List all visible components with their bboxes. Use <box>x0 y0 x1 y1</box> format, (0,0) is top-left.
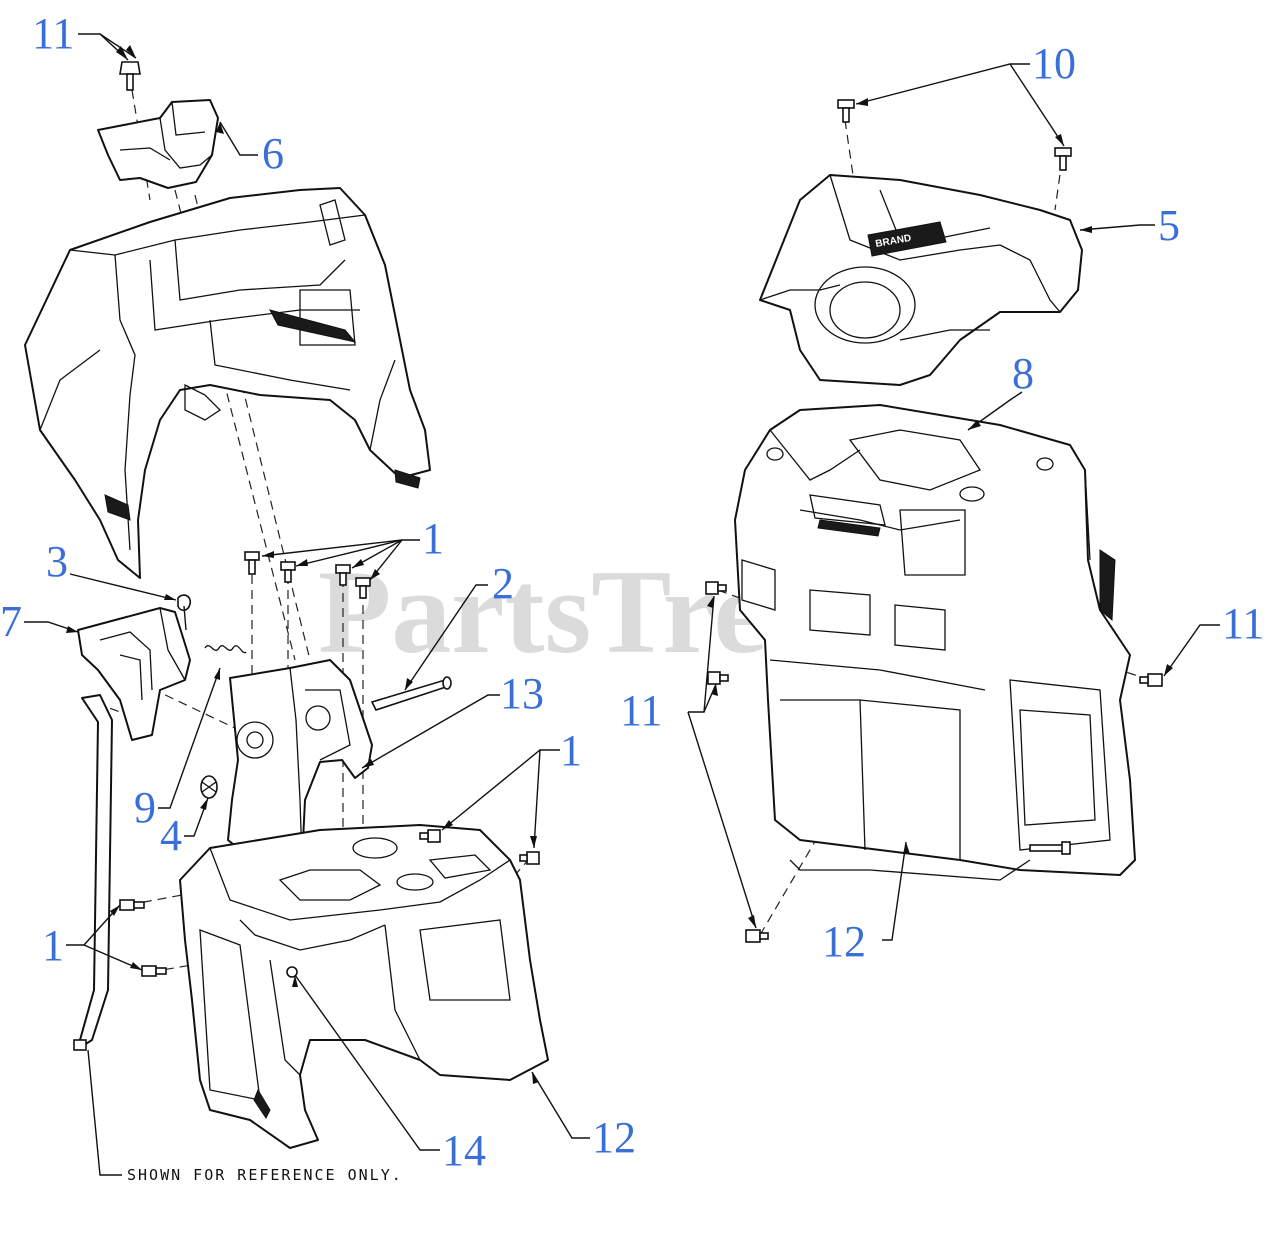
callout-13: 13 <box>500 669 544 718</box>
part-2-pin <box>370 676 452 711</box>
watermark: PartsTree <box>318 545 820 678</box>
screw-1-f <box>519 851 540 865</box>
callout-11-right: 11 <box>1222 599 1264 648</box>
callout-11-top: 11 <box>32 9 74 58</box>
screw-1-a <box>244 551 260 575</box>
screw-1-g <box>119 899 145 911</box>
screw-1-c <box>335 564 351 586</box>
callout-labels: 11 6 3 7 1 2 13 9 4 1 1 14 12 10 5 8 11 … <box>0 9 1264 1175</box>
callout-2: 2 <box>492 559 514 608</box>
part-8-right-housing <box>734 404 1136 881</box>
callout-8: 8 <box>1012 349 1034 398</box>
callout-1-left: 1 <box>42 921 64 970</box>
screw-11-bottom <box>745 929 769 943</box>
part-5-top-cover: BRAND <box>759 174 1083 386</box>
screw-11-far-right <box>1139 673 1163 687</box>
callout-12-right: 12 <box>822 917 866 966</box>
callout-11-mid: 11 <box>620 686 662 735</box>
screw-11-lower <box>707 671 729 685</box>
callout-5: 5 <box>1158 201 1180 250</box>
rod-end-fitting <box>73 1039 87 1051</box>
callout-7: 7 <box>0 597 22 646</box>
bolt-10-left <box>837 99 855 123</box>
reference-note: SHOWN FOR REFERENCE ONLY. <box>127 1166 403 1184</box>
callout-4: 4 <box>160 811 182 860</box>
part-3-clip <box>177 594 192 631</box>
leader-arrowheads <box>66 45 1173 1084</box>
screw-1-b <box>280 561 296 583</box>
callout-10: 10 <box>1032 39 1076 88</box>
fastener-14 <box>286 966 298 978</box>
callout-1-mid: 1 <box>560 726 582 775</box>
callout-9: 9 <box>134 783 156 832</box>
lower-console-left <box>179 824 549 1149</box>
bolt-12-right <box>1029 841 1071 855</box>
callout-14: 14 <box>442 1126 486 1175</box>
callout-1-top: 1 <box>422 514 444 563</box>
screw-1-d <box>355 577 371 599</box>
hardware-fasteners <box>73 61 1163 1051</box>
part-13-mid-bracket <box>227 659 373 863</box>
part-7-bracket <box>77 607 191 741</box>
screw-11-top <box>119 61 141 91</box>
part-9-spring <box>204 645 247 654</box>
bolt-10-right <box>1054 147 1072 171</box>
upper-shroud <box>24 187 431 579</box>
part-4-grommet <box>200 775 218 799</box>
screw-1-h <box>141 965 167 977</box>
callout-6: 6 <box>262 129 284 178</box>
reference-rod <box>79 694 113 1046</box>
part-6-bracket <box>97 99 219 189</box>
callout-12-left: 12 <box>592 1113 636 1162</box>
screw-1-e <box>419 829 441 843</box>
brand-logo-plate: BRAND <box>867 221 947 257</box>
callout-3: 3 <box>46 537 68 586</box>
screw-11-upper <box>705 581 727 595</box>
